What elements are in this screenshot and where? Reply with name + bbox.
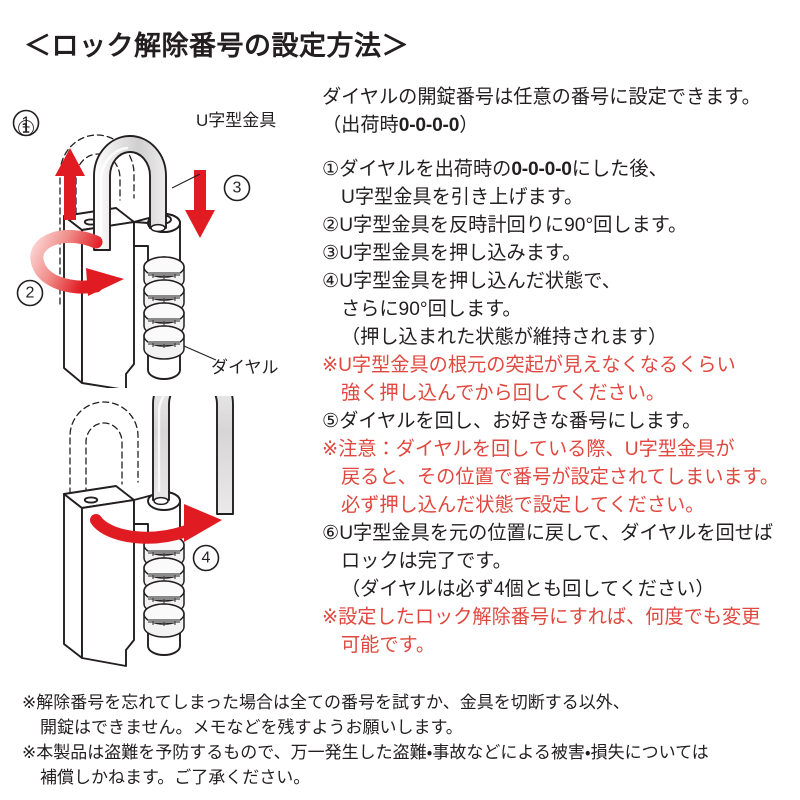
step-4-cont-line-2: （押し込まれた状態が維持されます） [341, 327, 668, 348]
lock-body [63, 207, 135, 388]
intro-line-1: ダイヤルの開錠番号は任意の番号に設定できます。 [322, 87, 761, 108]
figure-column: ① 1 2 3 U字型金具 ダイヤル [8, 78, 318, 678]
label-dial: ダイヤル [211, 358, 279, 377]
u-shackle-rotated [152, 396, 234, 515]
note-3-line-2: 可能です。 [341, 635, 436, 656]
step-2-rotate-arrow [30, 229, 124, 296]
note-2-line-1: ※注意：ダイヤルを回している際、U字型金具が [322, 439, 735, 460]
label-shackle: U字型金具 [196, 111, 277, 130]
svg-text:3: 3 [233, 180, 242, 197]
footer-note-1-line-2: 開錠はできません。メモなどを残すようお願いします。 [40, 718, 463, 737]
lock-body [63, 485, 135, 667]
step-1-marker: ① [322, 159, 340, 180]
dial-leader-line [183, 345, 217, 361]
step-3-text: U字型金具を押し込みます。 [339, 243, 582, 264]
step-3-marker: ③ [322, 243, 340, 264]
step-3-down-arrow [185, 170, 215, 238]
dial-wheel [143, 603, 185, 638]
step-2-marker: ② [322, 215, 340, 236]
step-4-rotate-arrow [90, 504, 222, 544]
step-1-text-pre: ダイヤルを出荷時の [339, 159, 512, 180]
step-2-text: U字型金具を反時計回りに90°回します。 [339, 215, 688, 236]
step-6-line-3: （ダイヤルは必ず4個とも回してください） [341, 579, 715, 600]
step-1-text-post: にした後、 [571, 159, 668, 180]
page-title: ＜ロック解除番号の設定方法＞ [24, 31, 409, 61]
step-4-cont-line-1: さらに90°回します。 [341, 299, 522, 320]
dial-wheel [143, 325, 185, 360]
u-shackle [93, 135, 167, 251]
footer-note-2-line-2: 補償しかねます。ご了承ください。 [40, 768, 311, 787]
step-5-line: ⑤ダイヤルを回し、お好きな番号にします。 [322, 408, 794, 436]
shackle-leader-line [171, 173, 201, 189]
step-4-marker: ④ [322, 271, 340, 292]
shackle-base-nub [153, 496, 169, 506]
padlock-diagram-steps-123: ① 1 2 3 U字型金具 ダイヤル [8, 78, 318, 388]
step-3-line: ③U字型金具を押し込みます。 [322, 240, 794, 268]
shackle-base-nub [150, 223, 166, 233]
step-4-line: ④U字型金具を押し込んだ状態で、 [322, 268, 794, 296]
note-2-line-2: 戻ると、その位置で番号が設定されてしまいます。 [341, 467, 780, 488]
step-1-up-arrow [55, 148, 85, 220]
footer-note-1-line-1: ※解除番号を忘れてしまった場合は全ての番号を試すか、金具を切断する以外、 [22, 693, 630, 712]
footer-note-2-line-1: ※本製品は盗難を予防するもので、万一発生した盗難・事故などによる被害・損失につい… [22, 743, 709, 762]
instructions-column: ダイヤルの開錠番号は任意の番号に設定できます。 （出荷時0-0-0-0） ①ダイ… [322, 84, 794, 660]
step-5-marker: ⑤ [322, 411, 340, 432]
step-6-line-2: ロックは完了です。 [341, 551, 512, 572]
step-1-line: ①ダイヤルを出荷時の0-0-0-0にした後、 [322, 156, 794, 184]
step-2-line: ②U字型金具を反時計回りに90°回します。 [322, 212, 794, 240]
note-3-line-1: ※設定したロック解除番号にすれば、何度でも変更 [322, 607, 761, 628]
step-1-code: 0-0-0-0 [511, 159, 572, 180]
factory-code: 0-0-0-0 [398, 115, 460, 136]
step-6-line: ⑥U字型金具を元の位置に戻して、ダイヤルを回せば [322, 520, 794, 548]
spacer [322, 140, 794, 156]
step-4-text: U字型金具を押し込んだ状態で、 [339, 271, 621, 292]
shackle-ghost-outline [69, 401, 139, 525]
intro-line-2-pre: （出荷時 [322, 115, 399, 136]
footer-notes: ※解除番号を忘れてしまった場合は全ての番号を試すか、金具を切断する以外、 開錠は… [22, 690, 782, 790]
note-1-line-2: 強く押し込んでから回してください。 [341, 383, 666, 404]
svg-text:4: 4 [202, 550, 211, 567]
dial-wheels [143, 534, 185, 638]
dial-wheels [143, 256, 185, 360]
svg-text:2: 2 [26, 285, 35, 302]
step-1-cont-line: U字型金具を引き上げます。 [341, 187, 584, 208]
step-5-text: ダイヤルを回し、お好きな番号にします。 [339, 411, 702, 432]
note-2-line-3: 必ず押し込んだ状態で設定してください。 [341, 495, 705, 516]
step-6-marker: ⑥ [322, 523, 340, 544]
intro-line-2: （出荷時0-0-0-0） [322, 112, 794, 140]
intro-line-2-post: ） [459, 115, 479, 136]
note-1-line-1: ※U字型金具の根元の突起が見えなくなるくらい [322, 355, 736, 376]
step-6-text: U字型金具を元の位置に戻して、ダイヤルを回せば [339, 523, 774, 544]
padlock-diagram-step-4: 4 [8, 396, 318, 686]
svg-text:1: 1 [22, 115, 31, 132]
